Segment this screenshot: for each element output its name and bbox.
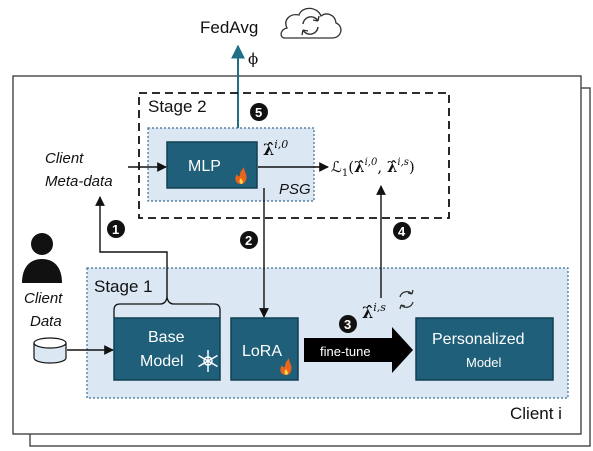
- step-3-label: 3: [344, 317, 351, 332]
- snowflake-icon: [198, 350, 218, 372]
- base-model-label-line1: Base: [148, 329, 185, 346]
- step-4-label: 4: [398, 224, 406, 239]
- lora-label: LoRA: [242, 343, 282, 360]
- step-1-label: 1: [112, 222, 119, 237]
- arrow-1: [95, 196, 168, 297]
- step-5-label: 5: [255, 105, 262, 120]
- base-model-box: [113, 317, 221, 381]
- fine-tune-label: fine-tune: [320, 344, 371, 359]
- psg-label: PSG: [279, 181, 311, 198]
- client-meta-label-line1: Client: [45, 150, 84, 167]
- step-4-marker: [393, 222, 411, 240]
- stage2-box: [138, 92, 450, 219]
- fine-tune-arrow: [304, 327, 413, 373]
- flame-icon-lora: [280, 358, 292, 375]
- base-model-label-line2: Model: [140, 353, 184, 370]
- client-meta-label-line2: Meta-data: [45, 173, 113, 190]
- step-5-marker: [250, 103, 268, 121]
- mlp-label: MLP: [188, 158, 221, 175]
- step-2-marker: [240, 231, 258, 249]
- step-1-marker: [107, 220, 125, 238]
- client-data-label-line2: Data: [30, 313, 62, 330]
- client-data-label-line1: Client: [24, 290, 63, 307]
- stage2-title: Stage 2: [148, 97, 207, 116]
- step-2-label: 2: [245, 233, 252, 248]
- personalized-label-line1: Personalized: [432, 331, 525, 348]
- stage1-title: Stage 1: [94, 277, 153, 296]
- cloud-icon: [280, 7, 342, 39]
- personalized-label-line2: Model: [466, 355, 502, 370]
- database-icon: [33, 337, 67, 364]
- fedavg-label: FedAvg: [200, 18, 258, 37]
- flame-icon: [235, 167, 247, 184]
- personalized-model-box: [415, 317, 554, 381]
- phi-label: ϕ: [248, 50, 258, 68]
- client-i-label: Client i: [510, 404, 562, 423]
- refresh-icon: [399, 289, 414, 310]
- person-icon: [22, 233, 62, 283]
- step-3-marker: [339, 315, 357, 333]
